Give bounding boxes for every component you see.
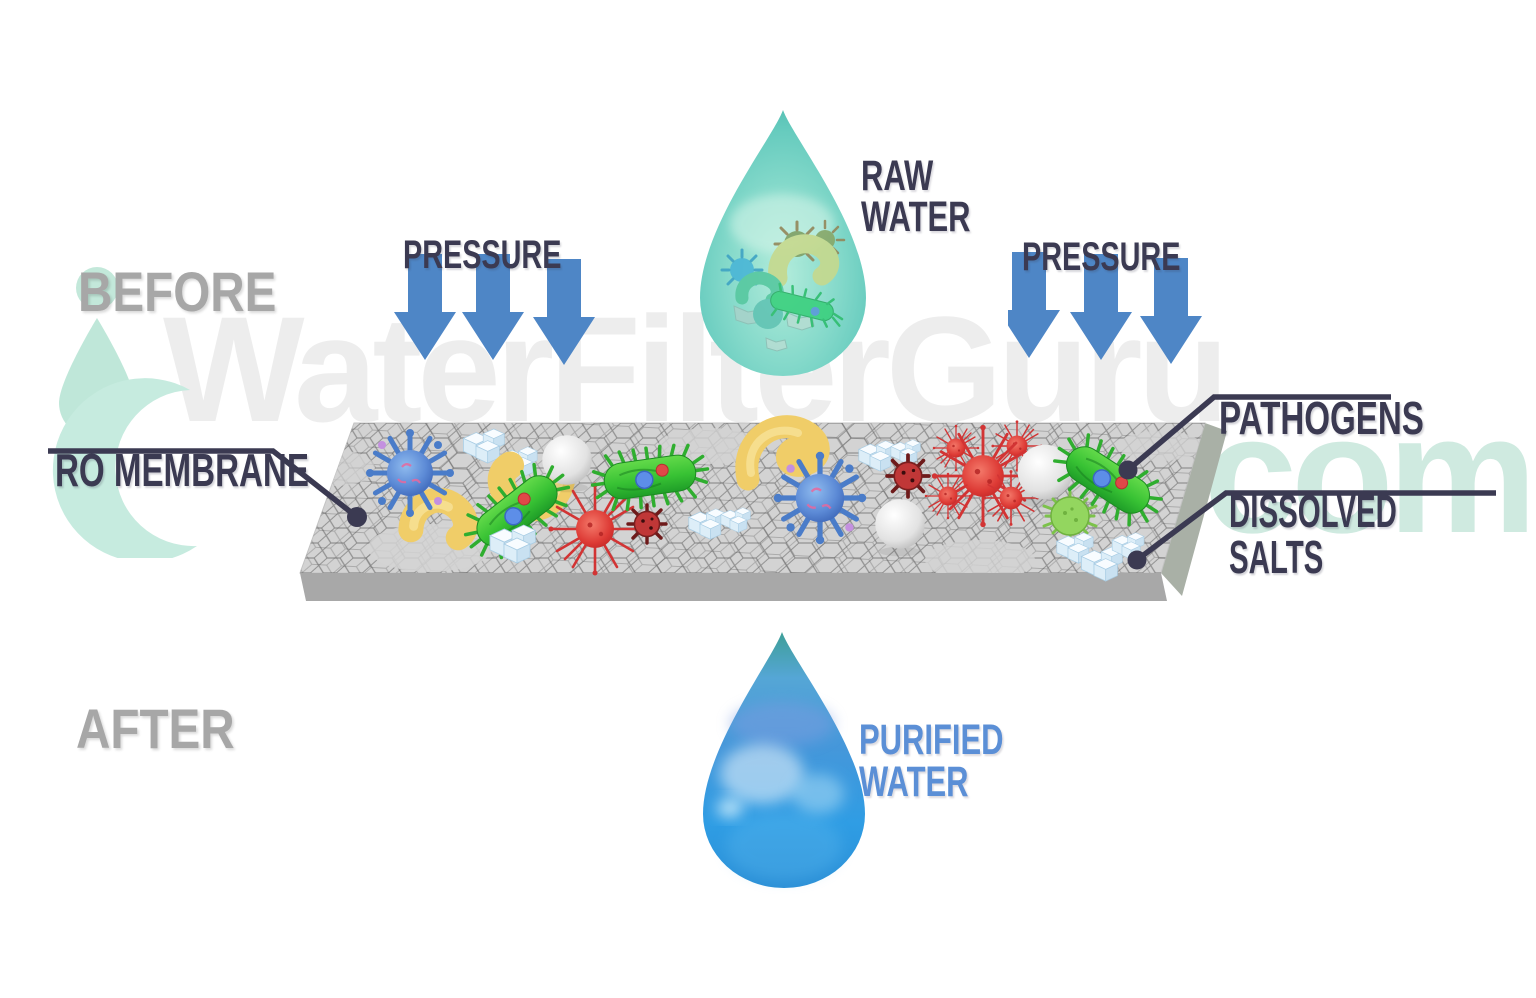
blue-virus-icon [774,452,866,544]
raw-water-label: RAW WATER [861,152,971,241]
pressure-label-right: PRESSURE [1022,235,1181,279]
raw-water-contaminants [720,219,846,352]
membrane-front-face [300,573,1167,601]
purified-water-label: PURIFIED WATER [859,716,1004,806]
green-virus-icon [1042,490,1098,542]
dark-red-virus-icon [626,503,668,545]
purified-water-droplet [703,632,865,888]
pressure-label-left: PRESSURE [403,233,562,277]
after-label: AFTER [76,697,235,760]
ro-membrane-slab [299,408,1227,601]
pathogens-label: PATHOGENS [1219,392,1424,444]
worm-pathogen-icon [747,427,818,479]
dark-red-virus-icon [885,453,931,499]
dissolved-salts-label: DISSOLVED SALTS [1229,485,1397,583]
raw-water-droplet [700,110,866,376]
before-label: BEFORE [78,260,277,323]
ro-membrane-label: RO MEMBRANE [55,444,309,496]
